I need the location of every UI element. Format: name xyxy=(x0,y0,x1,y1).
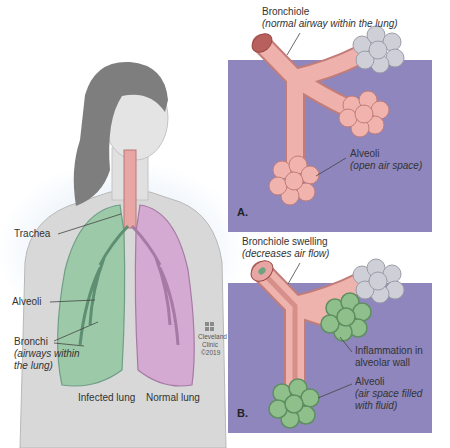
part-label: Alveoli xyxy=(355,376,384,388)
part-label: (open air space) xyxy=(350,160,422,172)
normal-bronchiole xyxy=(248,30,360,165)
alveoli-cluster xyxy=(353,26,404,73)
part-label: Alveoli xyxy=(350,148,379,160)
logo-text: Clinic xyxy=(202,341,218,349)
part-label: Bronchiole swelling xyxy=(242,236,328,248)
part-label: (normal airway within the lung) xyxy=(262,18,398,30)
trachea xyxy=(124,150,136,228)
alveoli-cluster xyxy=(353,259,404,303)
logo-mark xyxy=(205,322,214,331)
leader-line xyxy=(50,33,352,398)
panel-letter: A. xyxy=(237,206,248,218)
hair xyxy=(74,62,168,206)
infected-alveoli xyxy=(321,293,371,341)
part-label: Alveoli xyxy=(12,296,41,308)
panel-letter: B. xyxy=(237,407,248,419)
logo-text: Cleveland xyxy=(198,333,227,341)
part-label: Trachea xyxy=(14,228,50,240)
part-label: (decreases air flow) xyxy=(242,248,329,260)
bronchi xyxy=(132,226,178,345)
swollen-bronchiole xyxy=(247,256,360,385)
bronchi xyxy=(80,226,128,345)
normal-lung xyxy=(135,205,194,386)
infected-alveoli xyxy=(269,379,319,428)
part-label: Inflammation in alveolar wall xyxy=(355,345,431,369)
logo-text: ©2019 xyxy=(201,349,220,357)
alveoli-cluster xyxy=(339,91,389,137)
part-label: Bronchi xyxy=(14,336,48,348)
part-label: Bronchiole xyxy=(262,6,309,18)
part-label: (airways within the lung) xyxy=(14,348,96,372)
detail-panel: A. xyxy=(228,60,432,232)
alveoli-cluster xyxy=(269,156,319,205)
part-label: Infected lung xyxy=(78,392,135,404)
part-label: Normal lung xyxy=(146,392,200,404)
torso xyxy=(20,192,226,448)
part-label: (air space filled with fluid) xyxy=(355,388,435,412)
